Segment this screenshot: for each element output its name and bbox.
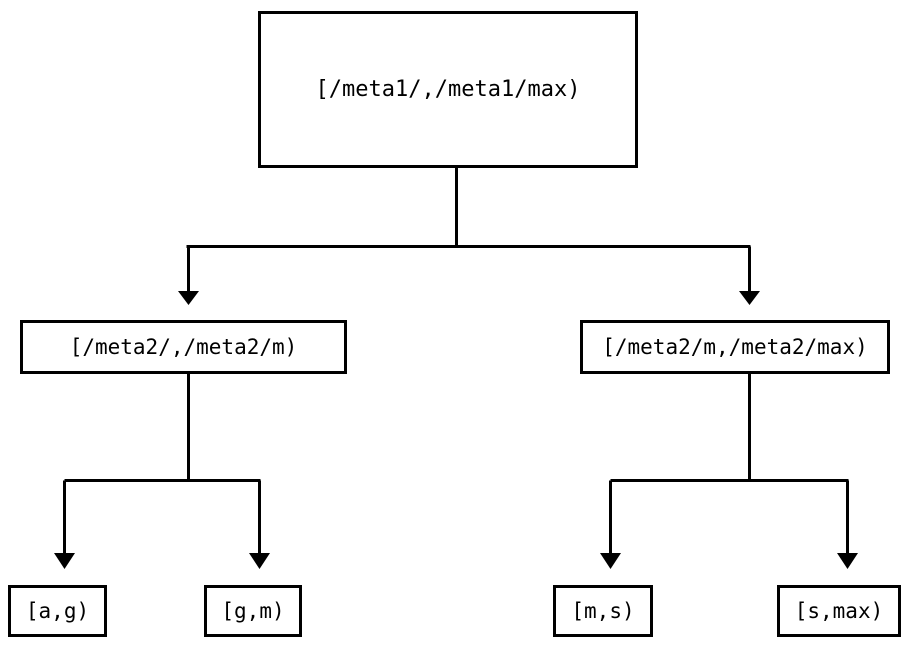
tree-node-right-mid-label: [/meta2/m,/meta2/max) [602,334,868,359]
tree-node-leaf-ag-label: [a,g) [25,598,90,623]
arrow-head-leaf-ag [54,553,75,569]
arrow-head-leaf-ms [600,553,621,569]
arrow-head-right-mid [739,291,760,305]
tree-node-leaf-smax-label: [s,max) [794,598,884,623]
arrow-head-left-mid [178,291,199,305]
tree-node-left-mid[interactable]: [/meta2/,/meta2/m) [20,320,347,374]
tree-node-right-mid[interactable]: [/meta2/m,/meta2/max) [580,320,890,374]
tree-node-left-mid-label: [/meta2/,/meta2/m) [69,334,298,359]
tree-node-root[interactable]: [/meta1/,/meta1/max) [258,11,638,168]
tree-node-leaf-gm[interactable]: [g,m) [204,585,302,637]
tree-node-leaf-ms[interactable]: [m,s) [553,585,653,637]
arrow-head-leaf-gm [249,553,270,569]
tree-node-leaf-gm-label: [g,m) [221,598,285,623]
tree-node-leaf-ms-label: [m,s) [571,598,635,623]
tree-node-leaf-ag[interactable]: [a,g) [8,585,107,637]
arrow-head-leaf-smax [837,553,858,569]
tree-node-root-label: [/meta1/,/meta1/max) [315,76,581,102]
tree-node-leaf-smax[interactable]: [s,max) [777,585,901,637]
